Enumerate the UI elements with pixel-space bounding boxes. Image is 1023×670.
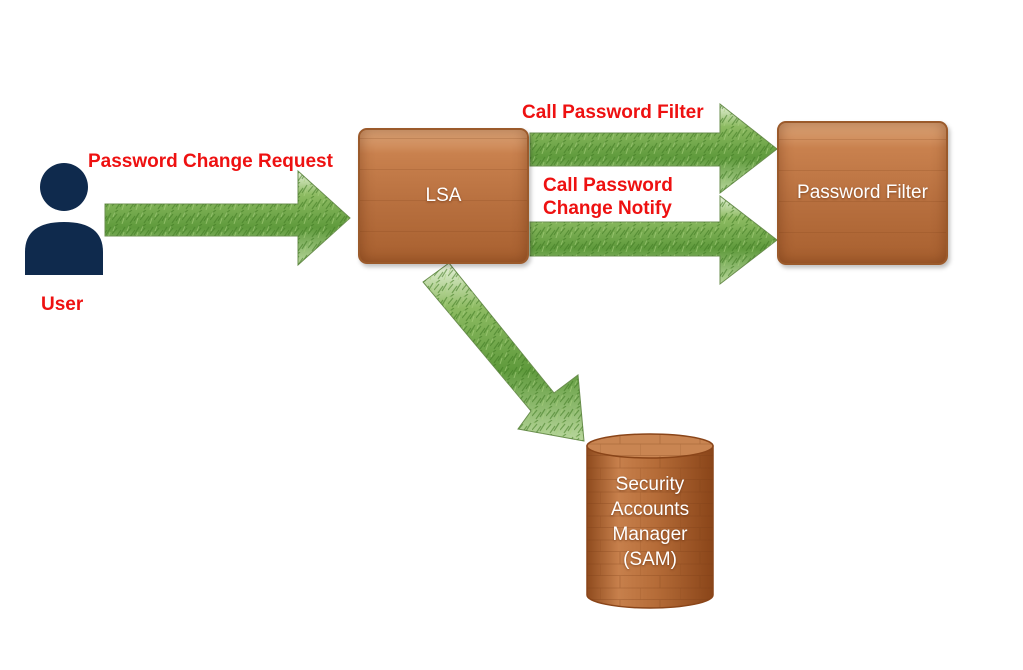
sam-label: Security Accounts Manager (SAM) [587, 472, 713, 572]
user-icon [25, 163, 103, 275]
sam-label-line-2: Accounts [610, 499, 690, 520]
arrow-lsa-to-password-filter [529, 102, 778, 195]
call-password-change-notify-label: Call Password Change Notify [541, 174, 675, 220]
password-filter-label: Password Filter [797, 182, 928, 203]
call-password-change-notify-line-2: Change Notify [543, 198, 672, 219]
arrow-user-to-lsa [104, 169, 351, 267]
lsa-label: LSA [425, 185, 462, 206]
sam-cylinder [586, 433, 714, 609]
user-label: User [41, 294, 84, 315]
arrow-lsa-to-password-notify [529, 194, 778, 286]
arrow-lsa-to-sam [422, 262, 585, 442]
sam-label-line-4: (SAM) [623, 549, 677, 570]
password-change-request-label: Password Change Request [88, 151, 333, 172]
lsa-box: LSA [358, 128, 529, 264]
sam-label-line-1: Security [615, 474, 685, 495]
call-password-filter-label: Call Password Filter [522, 102, 704, 123]
password-filter-box: Password Filter [777, 121, 948, 265]
sam-label-line-3: Manager [612, 524, 688, 545]
call-password-change-notify-line-1: Call Password [543, 175, 673, 196]
